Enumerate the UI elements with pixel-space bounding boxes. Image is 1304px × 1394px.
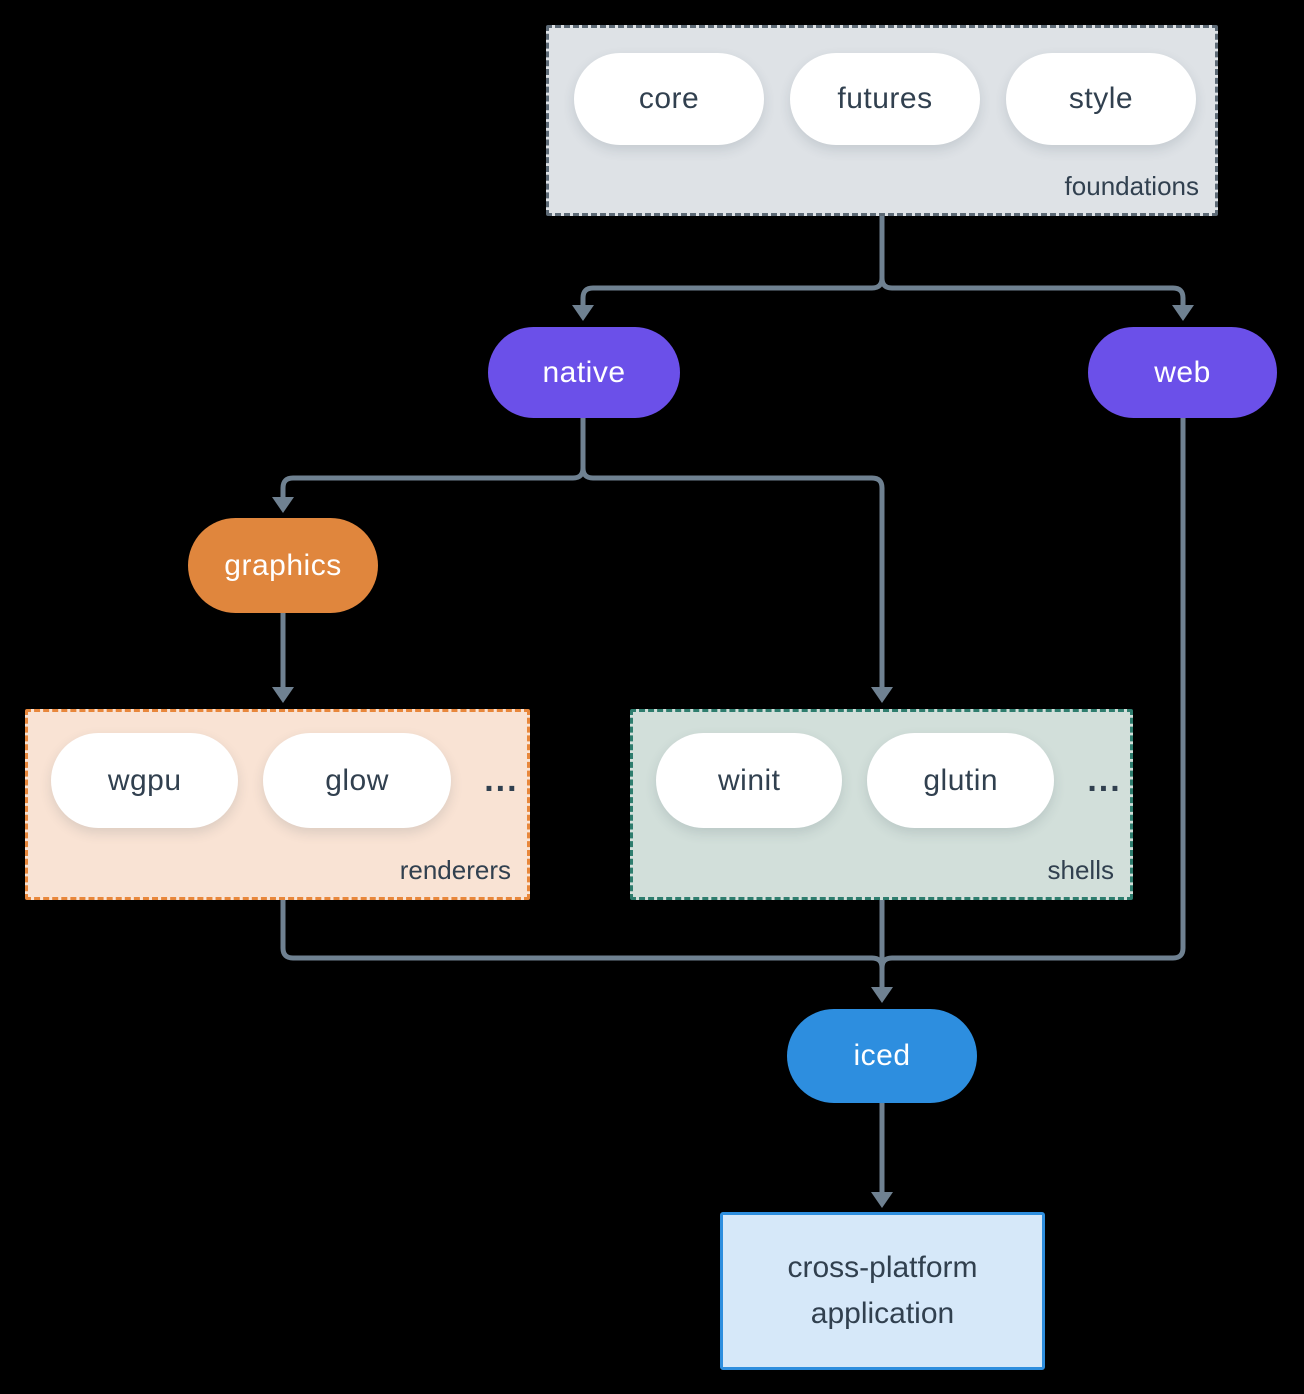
arrowhead-web bbox=[1172, 305, 1194, 321]
node-graphics: graphics bbox=[188, 518, 378, 613]
edge-native-shells bbox=[580, 418, 885, 688]
node-glow: glow bbox=[263, 733, 451, 828]
renderers-ellipsis: ... bbox=[484, 761, 519, 799]
edge-foundations-native bbox=[580, 216, 885, 306]
edge-foundations-web bbox=[879, 216, 1186, 306]
edge-native-graphics bbox=[280, 418, 586, 498]
node-winit: winit bbox=[656, 733, 843, 828]
group-renderers-label: renderers bbox=[399, 855, 511, 885]
node-native: native bbox=[488, 327, 680, 418]
arrowhead-application bbox=[871, 1192, 893, 1208]
node-web: web bbox=[1088, 327, 1277, 418]
arrowhead-iced bbox=[871, 987, 893, 1003]
node-glutin: glutin bbox=[867, 733, 1054, 828]
node-iced: iced bbox=[787, 1009, 977, 1103]
group-renderers: wgpu glow ... renderers bbox=[25, 709, 530, 900]
group-foundations-label: foundations bbox=[1064, 171, 1199, 201]
node-wgpu: wgpu bbox=[51, 733, 239, 828]
node-cross-platform-application: cross-platform application bbox=[720, 1212, 1045, 1370]
arrowhead-native bbox=[572, 305, 594, 321]
group-shells-label: shells bbox=[1047, 855, 1114, 885]
arrowhead-renderers bbox=[272, 687, 294, 703]
group-shells: winit glutin ... shells bbox=[630, 709, 1133, 900]
node-core: core bbox=[574, 53, 764, 145]
arrowhead-shells bbox=[871, 687, 893, 703]
node-futures: futures bbox=[790, 53, 980, 145]
edge-renderers-iced bbox=[280, 900, 885, 969]
node-style: style bbox=[1006, 53, 1196, 145]
arrowhead-graphics bbox=[272, 497, 294, 513]
shells-ellipsis: ... bbox=[1087, 761, 1122, 799]
group-foundations: core futures style foundations bbox=[546, 25, 1218, 216]
